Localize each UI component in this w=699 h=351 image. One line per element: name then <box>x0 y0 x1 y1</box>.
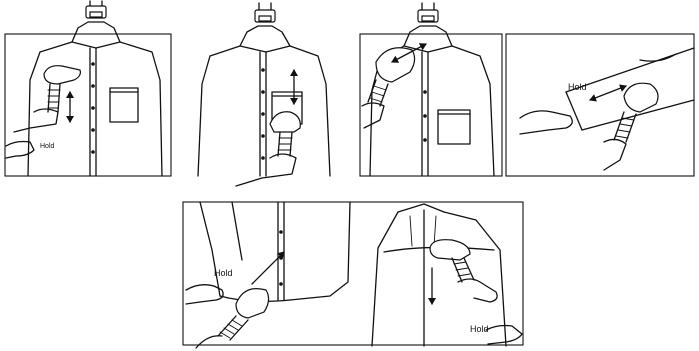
hand <box>362 103 384 128</box>
hand <box>486 326 522 345</box>
arrow-diagonal-icon <box>590 86 626 100</box>
hanger-icon <box>418 3 438 22</box>
arrow-up-right-icon <box>252 252 284 284</box>
shirt <box>200 202 350 301</box>
steamer-head <box>218 289 269 340</box>
steamer-head <box>270 112 300 156</box>
steamer-head <box>430 240 474 282</box>
hold-label: Hold <box>214 268 233 278</box>
hand <box>458 279 497 302</box>
hand <box>196 336 222 348</box>
steamer-head <box>44 66 80 112</box>
hand <box>14 109 58 132</box>
panel-3 <box>360 3 502 176</box>
panel-4: Hold <box>506 34 694 176</box>
hand <box>186 285 223 304</box>
hand <box>520 111 572 134</box>
panel-6: Hold <box>372 204 522 346</box>
panel-1: Hold <box>5 1 171 176</box>
hold-label: Hold <box>568 82 587 92</box>
hanger-icon <box>255 3 275 22</box>
shirt <box>198 26 330 176</box>
hold-label: Hold <box>40 143 55 150</box>
shirt <box>370 26 494 176</box>
panel-2 <box>198 3 330 186</box>
hold-label: Hold <box>470 324 489 334</box>
hand <box>604 139 626 170</box>
hand <box>6 142 34 159</box>
shirt <box>28 22 162 176</box>
panel-4-frame <box>506 34 694 176</box>
steamer-head <box>614 83 658 142</box>
hanger-icon <box>86 1 106 18</box>
